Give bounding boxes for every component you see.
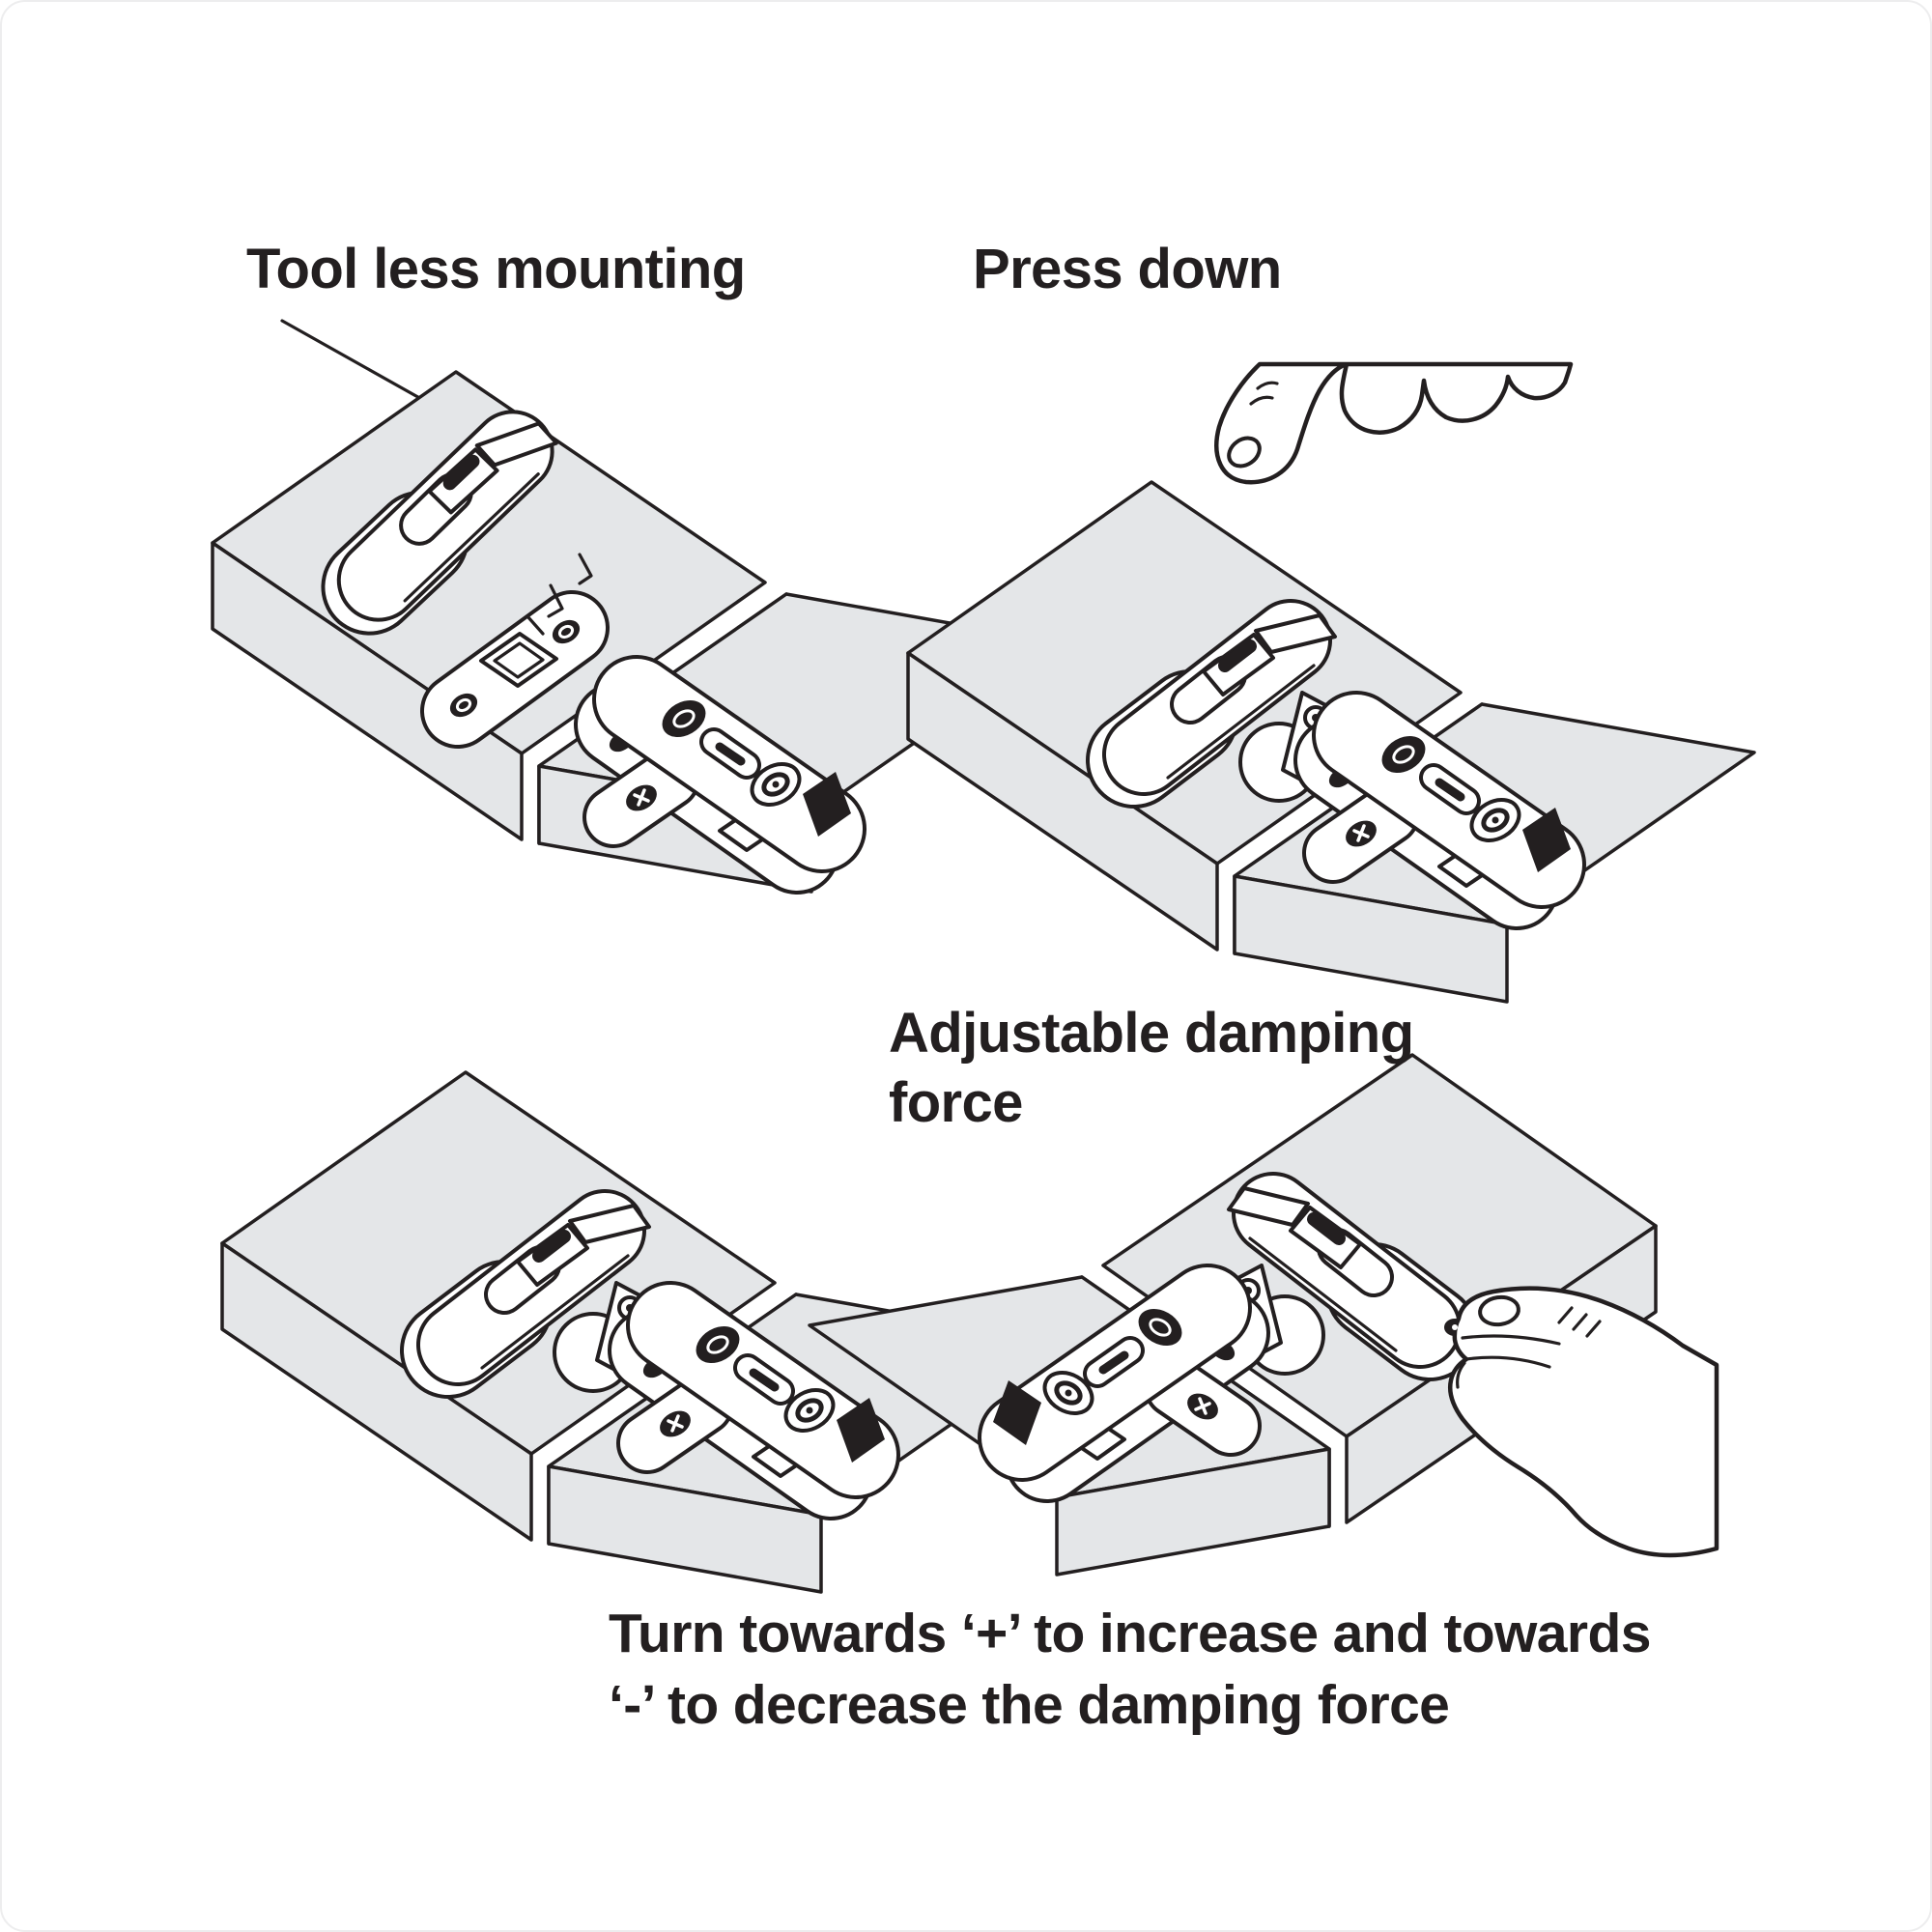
press-down-illustration	[908, 361, 1754, 1002]
caption-line-2: ‘-’ to decrease the damping force	[609, 1674, 1450, 1736]
damping-adjust-illustration	[810, 1055, 1719, 1575]
caption: Turn towards ‘+’ to increase and towards…	[609, 1598, 1651, 1741]
caption-line-1: Turn towards ‘+’ to increase and towards	[609, 1603, 1651, 1664]
adjusting-hand	[1444, 1286, 1719, 1558]
pressing-finger	[1214, 361, 1574, 485]
label-tool-less-mounting: Tool less mounting	[246, 238, 746, 300]
label-press-down: Press down	[973, 238, 1282, 300]
label-adjustable-damping-force: Adjustable damping force	[889, 1002, 1414, 1134]
toolless-mounting-illustration	[211, 319, 1061, 892]
